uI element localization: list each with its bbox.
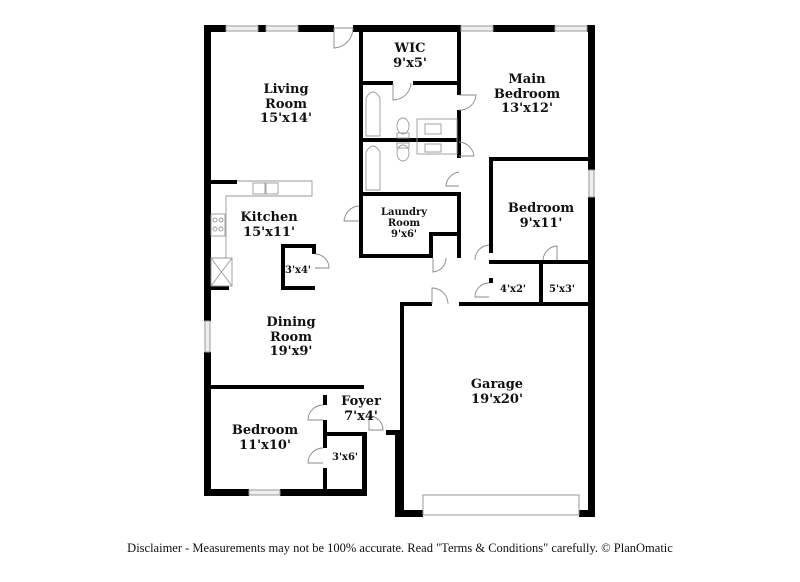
- room-label-bedroom-2: Bedroom 9'x11': [507, 201, 575, 231]
- sink-icon: [252, 182, 266, 195]
- room-size: 19'x20': [471, 391, 523, 407]
- doors: [307, 27, 558, 464]
- room-label-kitchen: Kitchen 15'x11': [240, 210, 298, 240]
- room-name: Room: [387, 218, 421, 230]
- room-label-living-room: Living Room 15'x14': [260, 82, 312, 127]
- room-size: 19'x9': [269, 344, 313, 360]
- closet-size: 4'x2': [499, 284, 527, 295]
- room-name: Garage: [470, 377, 524, 392]
- room-name: Main: [508, 72, 546, 87]
- room-size: 11'x10': [239, 437, 291, 453]
- closet-label-pantry: 3'x4': [285, 265, 311, 276]
- room-size: 7'x4': [344, 408, 378, 424]
- room-label-main-bedroom: Main Bedroom 13'x12': [493, 72, 561, 117]
- toilet-icon: [396, 117, 410, 135]
- room-label-wic: WIC 9'x5': [393, 41, 427, 71]
- room-label-dining-room: Dining Room 19'x9': [266, 315, 316, 360]
- room-size: 9'x11': [519, 215, 563, 231]
- room-name: Room: [270, 329, 312, 345]
- room-name: Kitchen: [240, 210, 298, 225]
- room-label-laundry-room: Laundry Room 9'x6': [381, 207, 427, 241]
- room-name: Bedroom: [493, 86, 561, 102]
- fixtures: [210, 91, 458, 287]
- room-name: Dining: [266, 315, 316, 330]
- room-label-foyer: Foyer 7'x4': [341, 394, 381, 424]
- bathtub-icon: [365, 91, 381, 137]
- room-name: Bedroom: [231, 423, 299, 438]
- room-name: Living: [263, 82, 309, 97]
- windows: [204, 25, 595, 516]
- room-name: Laundry: [380, 207, 428, 218]
- closet-label-5x3: 5'x3': [549, 284, 575, 295]
- stove-icon: [210, 213, 226, 237]
- room-size: 9'x5': [393, 55, 427, 71]
- room-label-garage: Garage 19'x20': [470, 377, 524, 407]
- refrigerator-icon: [210, 257, 233, 287]
- room-size: 15'x11': [243, 224, 295, 240]
- toilet-icon: [396, 144, 410, 162]
- walls: [204, 25, 595, 517]
- room-label-bedroom-3: Bedroom 11'x10': [231, 423, 299, 453]
- closet-size: 3'x4': [284, 265, 312, 276]
- room-size: 13'x12': [501, 101, 553, 117]
- closet-size: 3'x6': [331, 452, 359, 463]
- disclaimer-text: Disclaimer - Measurements may not be 100…: [127, 541, 673, 555]
- room-name: Foyer: [341, 394, 381, 409]
- room-name: Bedroom: [507, 201, 575, 216]
- bathtub-icon: [365, 145, 381, 191]
- closet-label-3x6: 3'x6': [332, 452, 358, 463]
- room-name: Room: [265, 96, 307, 112]
- closet-label-4x2: 4'x2': [500, 284, 526, 295]
- room-size: 15'x14': [260, 111, 312, 127]
- closet-size: 5'x3': [548, 284, 576, 295]
- room-name: WIC: [394, 41, 426, 56]
- room-size: 9'x6': [390, 229, 417, 241]
- vanity-icon: [416, 118, 458, 155]
